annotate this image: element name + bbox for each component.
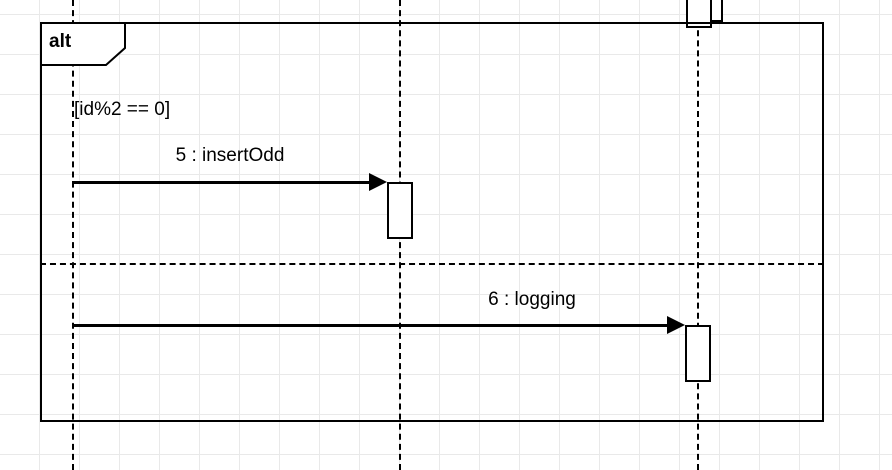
activation-logging[interactable] [685, 325, 711, 382]
message-line-6[interactable] [72, 324, 667, 327]
lifeline-3 [697, 0, 699, 470]
lifeline-1 [72, 0, 74, 470]
activation-insert-odd[interactable] [387, 182, 413, 239]
alt-fragment-tag [40, 22, 126, 65]
alt-fragment-tag-outline [40, 22, 126, 66]
alt-fragment-operator-label: alt [49, 31, 72, 52]
alt-fragment-operand-divider [40, 263, 824, 265]
guard-condition-operand-1: [id%2 == 0] [74, 99, 171, 120]
message-label-6: 6 : logging [488, 289, 576, 310]
message-arrowhead-6 [667, 316, 685, 334]
message-line-5[interactable] [72, 181, 369, 184]
alt-fragment-frame[interactable] [40, 22, 824, 422]
message-arrowhead-5 [369, 173, 387, 191]
message-label-5: 5 : insertOdd [175, 145, 285, 166]
